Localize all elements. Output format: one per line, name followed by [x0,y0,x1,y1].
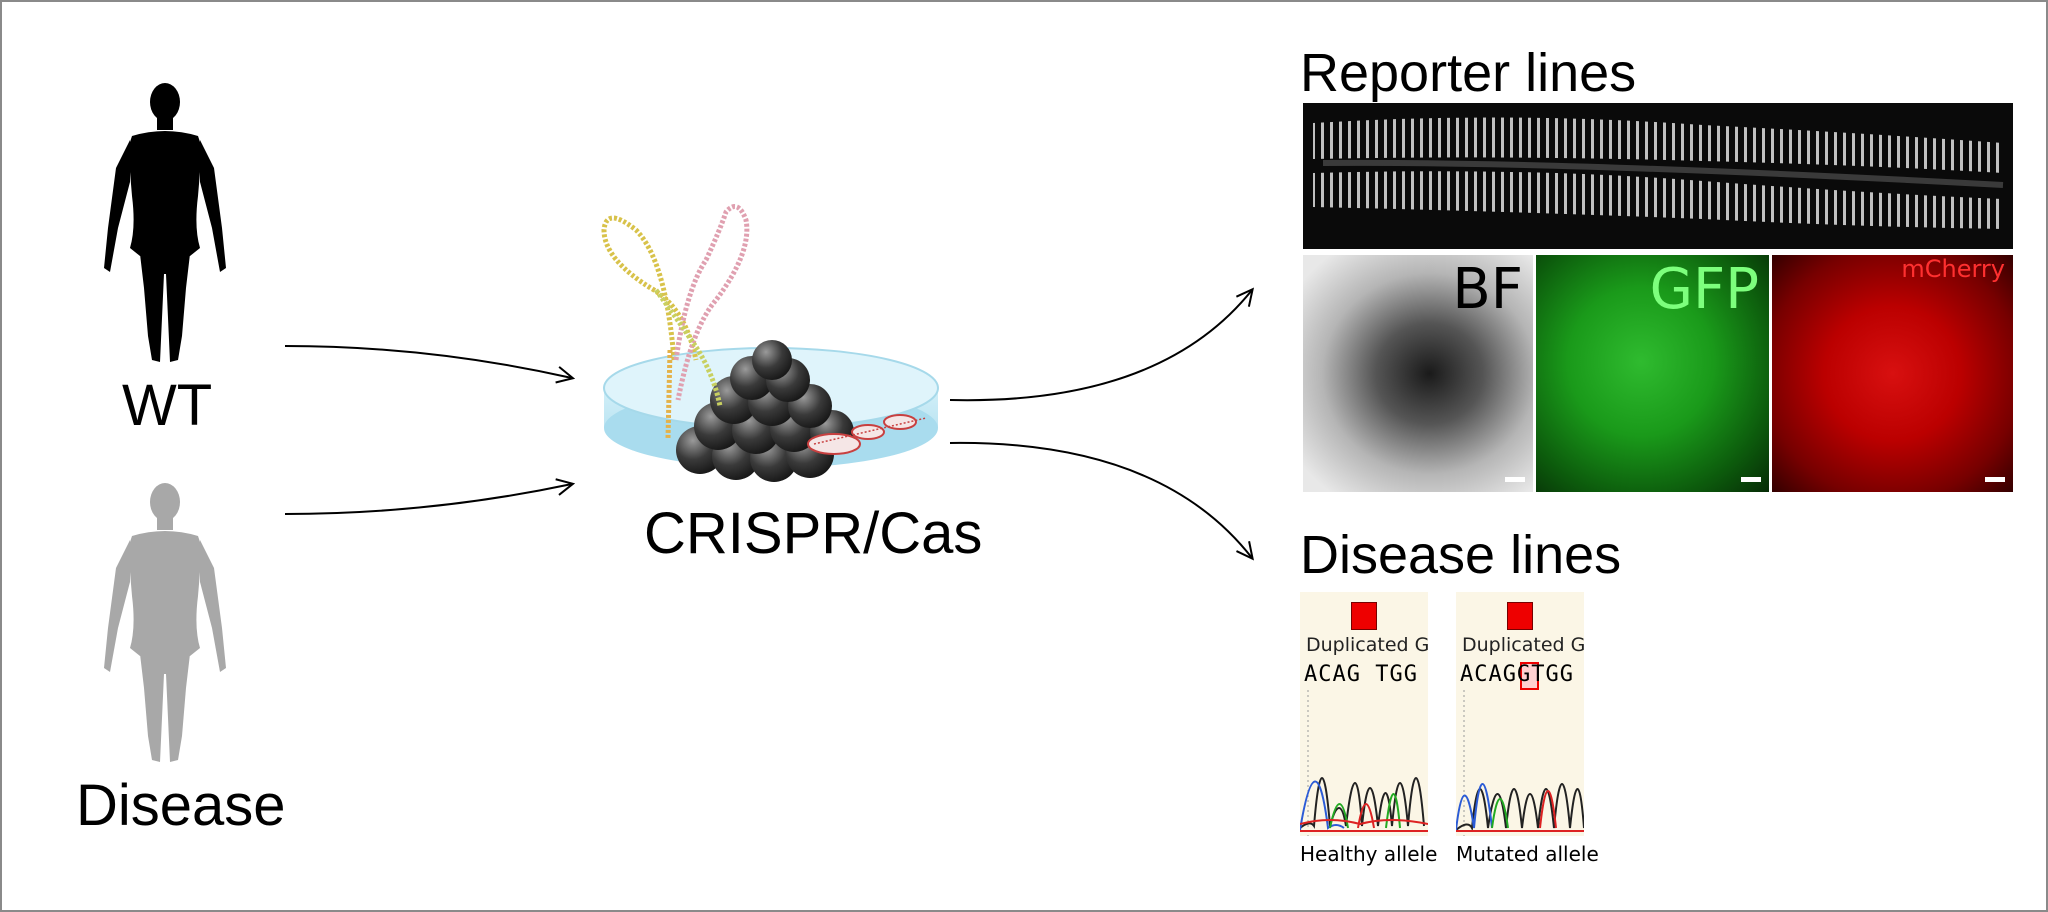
bf-scale-bar [1505,477,1525,482]
mcherry-scale-bar [1985,477,2005,482]
healthy-marker [1351,602,1377,630]
gfp-label: GFP [1649,257,1759,322]
mutated-chromatogram: Duplicated G ACAGGTGG [1456,592,1584,836]
mcherry-panel: mCherry [1772,255,2013,492]
mutated-trace [1456,690,1584,836]
reporter-lines-title: Reporter lines [1300,43,1637,103]
stem-cell-cluster [676,340,854,482]
mutated-sequence: ACAGGTGG [1460,662,1574,687]
gfp-panel: GFP [1536,255,1769,492]
crispr-dish-illustration [601,204,939,482]
disease-human-icon [104,483,226,762]
disease-label: Disease [76,773,286,838]
healthy-chromatogram: Duplicated G ACAG TGG [1300,592,1428,836]
crispr-label: CRISPR/Cas [644,501,983,566]
disease-to-crispr-arrow [284,484,572,515]
cas-dna-strand [807,414,927,455]
mutated-marker [1507,602,1533,630]
guide-rna-scissors [601,204,750,439]
healthy-annotation: Duplicated G [1306,634,1428,656]
wt-human-icon [104,83,226,362]
mutated-annotation: Duplicated G [1462,634,1584,656]
bf-panel: BF [1303,255,1533,492]
duplicated-base-highlight [1520,662,1539,690]
wt-label: WT [122,373,213,438]
wt-to-crispr-arrow [284,345,572,378]
disease-lines-title: Disease lines [1300,525,1622,585]
mutated-caption: Mutated allele [1456,842,1599,866]
healthy-trace [1300,690,1428,836]
healthy-sequence: ACAG TGG [1304,662,1418,687]
sarcomere-reporter-image [1303,103,2013,249]
mcherry-label: mCherry [1901,255,2005,283]
crispr-to-reporter-arrow [949,290,1252,402]
healthy-caption: Healthy allele [1300,842,1438,866]
gfp-scale-bar [1741,477,1761,482]
crispr-to-disease-arrow [949,441,1252,558]
bf-label: BF [1452,257,1523,322]
